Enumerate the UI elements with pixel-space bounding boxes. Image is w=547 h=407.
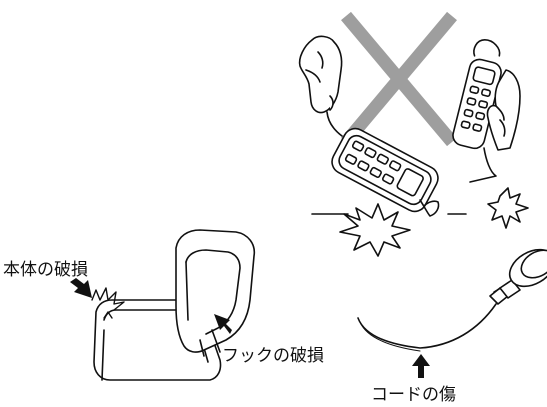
hook-holder [175,229,256,357]
remote-control-right [452,39,502,150]
arrow-icon [70,278,430,378]
right-hand-icon [486,69,521,151]
burst-icon-small [487,187,529,229]
cord-damage-label: コードの傷 [371,385,456,405]
remote-buttons [344,140,424,197]
plug-connector [489,248,547,305]
remote-control-left [331,127,439,213]
burst-icon [339,203,411,257]
left-hand-icon [298,35,343,114]
strap-left [419,199,440,217]
cross-mark-icon [341,11,457,147]
crack-burst-icon [91,287,125,319]
body-damage-label: 本体の破損 [3,260,88,280]
cord-left [326,111,343,137]
hook-damage-label: フックの破損 [222,346,324,366]
cord-right [469,147,497,183]
power-cord [357,303,497,352]
